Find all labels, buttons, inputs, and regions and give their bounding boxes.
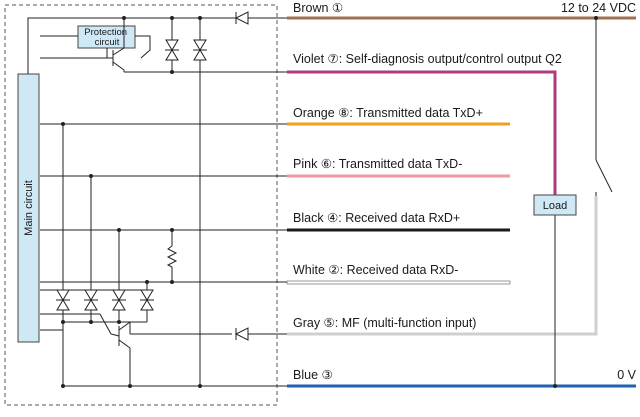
load-label: Load [543, 200, 567, 212]
zener-bottom [56, 289, 154, 311]
label-violet: Violet ⑦: Self-diagnosis output/control … [293, 52, 562, 66]
label-white: White ②: Received data RxD- [293, 263, 458, 277]
sensor-boundary [4, 4, 278, 406]
load-junction [553, 384, 557, 388]
label-orange: Orange ⑧: Transmitted data TxD+ [293, 106, 483, 120]
internal-wiring [27, 17, 287, 387]
supply-junction [594, 16, 598, 20]
label-blue: Blue ③ [293, 368, 333, 382]
label-black: Black ④: Received data RxD+ [293, 211, 460, 225]
external-wires [286, 16, 636, 388]
junction-dots [61, 16, 202, 388]
wire-gray [287, 196, 598, 336]
label-gray: Gray ⑤: MF (multi-function input) [293, 316, 476, 330]
protection-circuit-label: Protection circuit [84, 27, 129, 48]
zener-top [165, 39, 207, 61]
wire-white [286, 280, 511, 285]
switch-q2 [595, 18, 613, 196]
diode-brown [232, 11, 287, 25]
supply-negative-label: 0 V [617, 368, 636, 382]
label-pink: Pink ⑥: Transmitted data TxD- [293, 157, 462, 171]
diode-gray [234, 327, 287, 341]
label-brown: Brown ① [293, 1, 343, 15]
load-box [533, 194, 577, 216]
supply-positive-label: 12 to 24 VDC [561, 1, 636, 15]
wire-violet [287, 70, 557, 195]
main-circuit-label: Main circuit [23, 180, 35, 236]
